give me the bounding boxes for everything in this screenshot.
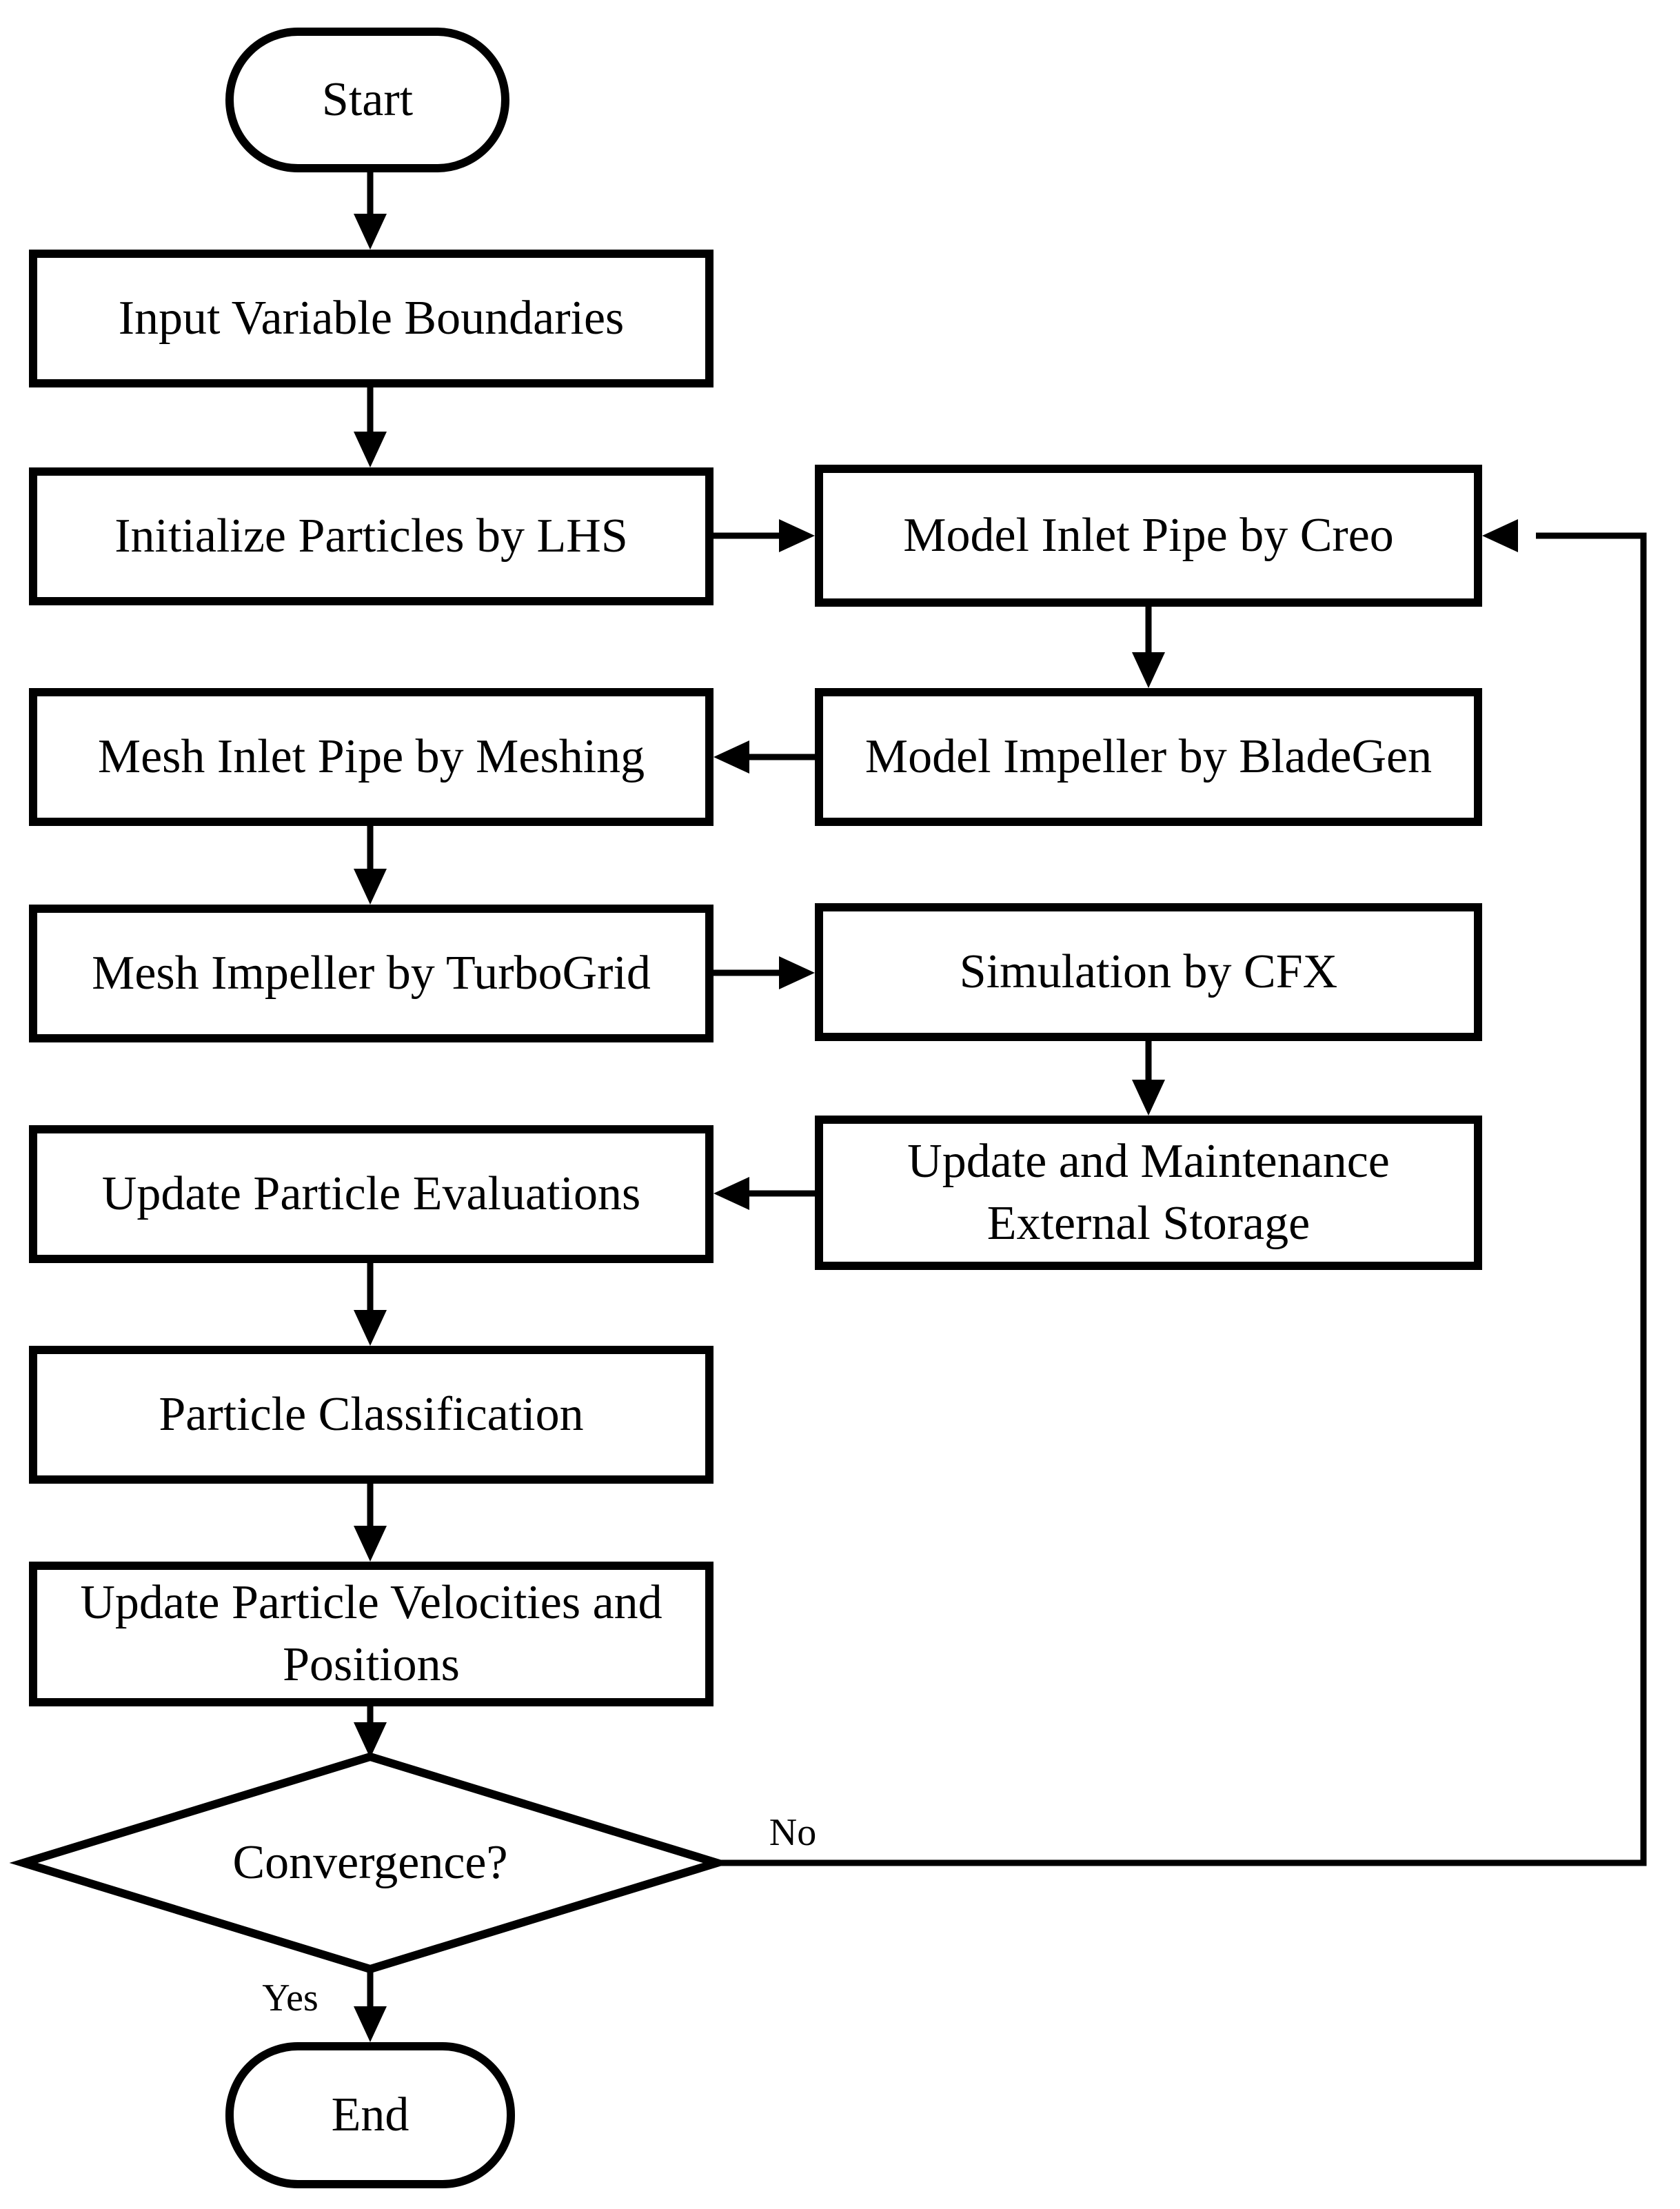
simulation-cfx-node: Simulation by CFX	[815, 903, 1482, 1041]
arrow-input-to-initialize	[354, 387, 387, 467]
no-edge-label: No	[769, 1811, 817, 1854]
arrow-mesh-inlet-to-mesh-impeller	[354, 826, 387, 905]
update-maintenance-storage-node: Update and Maintenance External Storage	[815, 1116, 1482, 1270]
update-particle-evaluations-node: Update Particle Evaluations	[29, 1125, 714, 1263]
initialize-particles-node: Initialize Particles by LHS	[29, 467, 714, 605]
convergence-decision-label: Convergence?	[232, 1836, 508, 1889]
arrow-update-evaluations-to-classification	[354, 1263, 387, 1346]
yes-edge-label: Yes	[262, 1977, 318, 2019]
end-node: End	[225, 2042, 515, 2188]
particle-classification-node: Particle Classification	[29, 1346, 714, 1484]
update-velocities-positions-node: Update Particle Velocities and Positions	[29, 1562, 714, 1706]
mesh-inlet-pipe-node: Mesh Inlet Pipe by Meshing	[29, 688, 714, 826]
arrow-velocities-to-convergence	[354, 1706, 387, 1758]
start-node: Start	[225, 28, 509, 172]
arrow-convergence-yes-to-end	[354, 1969, 387, 2042]
input-variable-boundaries-node: Input Variable Boundaries	[29, 250, 714, 387]
arrow-convergence-no-loop	[717, 519, 1647, 1866]
convergence-decision-shape	[9, 1752, 731, 1974]
arrow-storage-to-update-evaluations	[714, 1177, 815, 1210]
arrow-model-inlet-to-model-impeller	[1132, 607, 1165, 688]
mesh-impeller-node: Mesh Impeller by TurboGrid	[29, 905, 714, 1042]
arrow-classification-to-velocities	[354, 1484, 387, 1562]
arrow-simulation-to-storage	[1132, 1041, 1165, 1116]
model-inlet-pipe-node: Model Inlet Pipe by Creo	[815, 465, 1482, 607]
model-impeller-node: Model Impeller by BladeGen	[815, 688, 1482, 826]
arrow-start-to-input	[354, 171, 387, 250]
arrow-initialize-to-model-inlet	[714, 519, 815, 552]
arrow-model-impeller-to-mesh-inlet	[714, 740, 815, 774]
arrow-mesh-impeller-to-simulation	[714, 956, 815, 989]
